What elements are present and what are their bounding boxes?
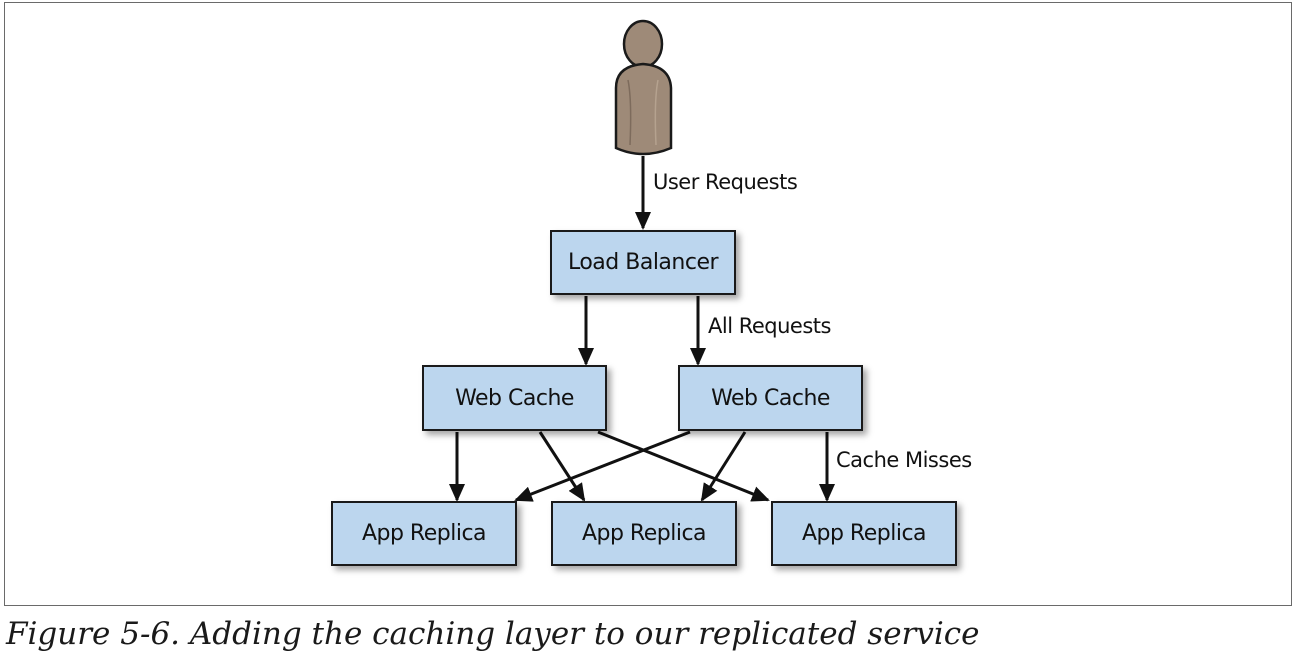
cache-misses-label: Cache Misses xyxy=(836,448,972,472)
all-requests-label: All Requests xyxy=(708,314,831,338)
load-balancer-label: Load Balancer xyxy=(567,250,719,275)
figure-caption: Figure 5-6. Adding the caching layer to … xyxy=(6,616,980,652)
app-replica-center-label: App Replica xyxy=(581,521,707,546)
web-cache-left-node: Web Cache xyxy=(422,365,607,431)
app-replica-left-node: App Replica xyxy=(331,501,517,566)
arrow-wc-right-to-app-center xyxy=(700,431,747,502)
web-cache-left-label: Web Cache xyxy=(455,385,574,411)
arrow-wc-left-to-app-right xyxy=(597,430,770,502)
arrow-wc-right-to-app-left xyxy=(514,430,691,502)
web-cache-right-node: Web Cache xyxy=(678,365,863,431)
user-person-icon xyxy=(614,19,673,156)
app-replica-left-label: App Replica xyxy=(361,521,487,546)
web-cache-right-label: Web Cache xyxy=(711,385,830,411)
app-replica-right-node: App Replica xyxy=(771,501,957,566)
app-replica-right-label: App Replica xyxy=(801,521,927,546)
load-balancer-node: Load Balancer xyxy=(550,230,736,295)
app-replica-center-node: App Replica xyxy=(551,501,737,566)
arrow-wc-left-to-app-center xyxy=(538,431,586,502)
user-requests-label: User Requests xyxy=(653,170,798,194)
